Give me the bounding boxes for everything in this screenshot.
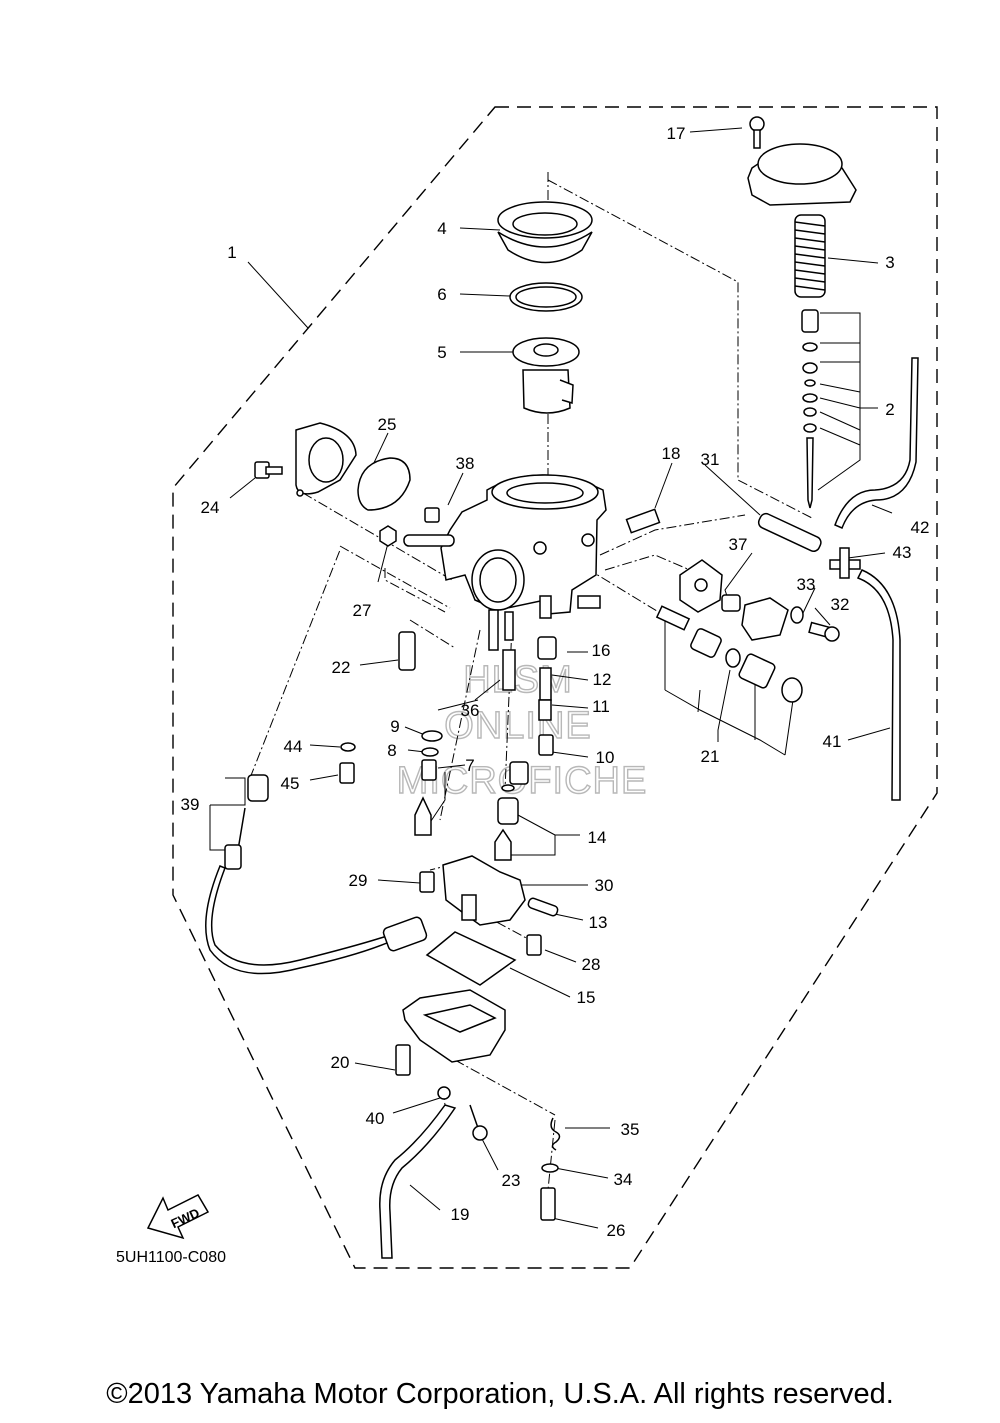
fitting-18	[625, 508, 661, 534]
part-label-19: 19	[451, 1205, 470, 1224]
throttle-cable-39	[205, 774, 428, 975]
parts	[205, 116, 919, 1259]
part-label-20: 20	[331, 1053, 350, 1072]
part-label-31: 31	[701, 450, 720, 469]
part-label-8: 8	[387, 741, 396, 760]
hose-19	[379, 1104, 457, 1259]
screw-28	[526, 934, 542, 956]
needle-valve-14	[494, 784, 519, 861]
part-label-21: 21	[701, 747, 720, 766]
part-label-38: 38	[456, 454, 475, 473]
part-label-25: 25	[378, 415, 397, 434]
plug-38	[424, 507, 440, 523]
diaphragm-4	[495, 201, 593, 264]
part-label-27: 27	[353, 601, 372, 620]
jet-7	[414, 759, 437, 836]
clip-40	[437, 1086, 451, 1100]
svg-text:ONLINE: ONLINE	[444, 705, 591, 747]
part-label-29: 29	[349, 871, 368, 890]
tube-31	[757, 512, 822, 552]
part-label-6: 6	[437, 285, 446, 304]
part-label-16: 16	[592, 641, 611, 660]
jet-stack	[502, 636, 557, 785]
screw-32	[808, 621, 840, 642]
part-label-3: 3	[885, 253, 894, 272]
bracket-37	[679, 559, 741, 613]
part-label-10: 10	[596, 748, 615, 767]
svg-text:HLSM: HLSM	[463, 659, 573, 701]
part-label-24: 24	[201, 498, 220, 517]
screw-17	[749, 116, 765, 149]
part-label-34: 34	[614, 1170, 633, 1189]
float-30	[442, 855, 526, 926]
part-label-28: 28	[582, 955, 601, 974]
part-label-45: 45	[281, 774, 300, 793]
part-label-42: 42	[911, 518, 930, 537]
gasket-25	[357, 457, 411, 511]
pin-13	[527, 897, 559, 917]
screw-20	[395, 1044, 411, 1076]
screw-24	[254, 461, 283, 479]
part-label-44: 44	[284, 737, 303, 756]
chamber-cover	[747, 143, 857, 206]
oring-9	[421, 730, 443, 742]
part-label-5: 5	[437, 343, 446, 362]
part-label-37: 37	[729, 535, 748, 554]
screw-45	[339, 762, 355, 784]
float-bowl	[402, 989, 506, 1063]
nut-27	[379, 525, 397, 547]
part-label-22: 22	[332, 658, 351, 677]
part-label-18: 18	[662, 444, 681, 463]
assembly-boundary	[172, 106, 938, 1269]
part-label-13: 13	[589, 913, 608, 932]
intake-flange	[295, 422, 357, 497]
part-label-39: 39	[181, 795, 200, 814]
washer-44	[340, 742, 356, 752]
part-label-23: 23	[502, 1171, 521, 1190]
jet-22	[398, 631, 416, 671]
part-label-1: 1	[227, 243, 236, 262]
ring-6	[509, 282, 583, 312]
leader-lines	[209, 127, 893, 1229]
part-label-40: 40	[366, 1109, 385, 1128]
spring-3	[794, 214, 826, 298]
forward-direction-arrow: FWD	[146, 1194, 210, 1240]
part-label-15: 15	[577, 988, 596, 1007]
part-label-36: 36	[461, 701, 480, 720]
hose-41	[856, 569, 901, 801]
part-label-32: 32	[831, 595, 850, 614]
piston-5	[512, 337, 580, 414]
part-label-26: 26	[607, 1221, 626, 1240]
needle-set-2	[801, 309, 819, 509]
screw-23	[469, 1104, 488, 1141]
housing-33	[741, 597, 789, 641]
carburetor-body	[403, 474, 607, 651]
screw-29	[419, 871, 435, 893]
washer-8	[421, 747, 439, 757]
part-label-12: 12	[593, 670, 612, 689]
tee-43	[829, 547, 861, 579]
part-label-41: 41	[823, 732, 842, 751]
part-label-11: 11	[592, 697, 610, 716]
part-label-30: 30	[595, 876, 614, 895]
part-label-4: 4	[437, 219, 446, 238]
part-label-14: 14	[588, 828, 607, 847]
hose-42	[834, 357, 919, 529]
part-label-2: 2	[885, 400, 894, 419]
pilot-screw-21	[655, 605, 803, 703]
copyright-notice: ©2013 Yamaha Motor Corporation, U.S.A. A…	[106, 1378, 894, 1410]
part-label-7: 7	[465, 756, 474, 775]
diagram-code: 5UH1100-C080	[116, 1249, 226, 1266]
screw-26	[540, 1187, 556, 1221]
washer-34	[541, 1163, 559, 1173]
clip-35	[550, 1117, 561, 1151]
part-number-labels: 1 2 3 4 5 6 7 8 9 10 11 12 13 14 15 16 1…	[181, 124, 930, 1240]
part-label-43: 43	[893, 543, 912, 562]
part-label-17: 17	[667, 124, 686, 143]
part-label-9: 9	[390, 717, 399, 736]
part-label-35: 35	[621, 1120, 640, 1139]
gasket-15	[425, 931, 517, 986]
part-label-33: 33	[797, 575, 816, 594]
